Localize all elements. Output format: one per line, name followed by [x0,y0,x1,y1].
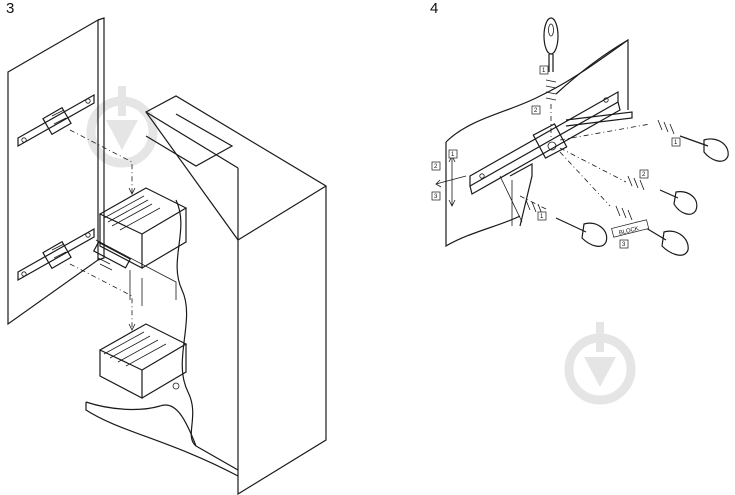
svg-text:2: 2 [642,172,646,178]
screwdriver-left [525,199,608,247]
wall-panel [445,38,629,248]
step-number-3: 3 [6,0,15,17]
pin-drop-icon [86,86,158,168]
svg-text:1: 1 [451,152,455,158]
svg-text:1: 1 [542,68,546,74]
svg-text:2: 2 [434,164,438,170]
screwdriver-top [543,17,559,101]
svg-text:1: 1 [674,140,678,146]
screwdriver-right-1 [657,119,729,162]
svg-text:2: 2 [534,108,538,114]
side-panel [7,17,105,326]
block-label: BLOCK [618,226,639,237]
adjustment-arrows [435,155,467,207]
svg-text:3: 3 [434,194,438,200]
screwdriver-right-2 [627,175,698,215]
guide-line-lower [69,263,133,330]
upper-basket [92,187,188,306]
pin-drop-icon [564,322,636,405]
lower-bracket [17,227,95,282]
step-number-4: 4 [430,0,439,17]
cabinet [85,95,327,495]
upper-bracket [17,93,95,148]
lower-basket [98,323,188,399]
svg-text:1: 1 [540,214,544,220]
svg-text:3: 3 [622,242,626,248]
callout-labels: 1 2 1 2 3 1 2 1 3 BLOCK [431,65,681,249]
